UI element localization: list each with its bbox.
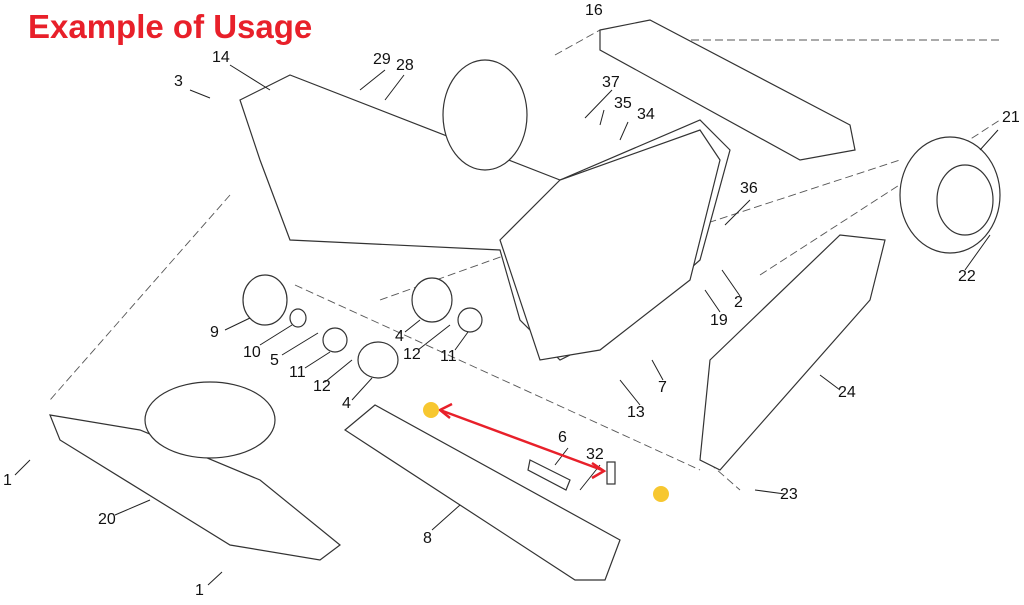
bearing-9 [242, 274, 288, 326]
bracket-part [599, 19, 856, 161]
part-label-21: 21 [1002, 109, 1020, 126]
part-label-3: 3 [174, 73, 183, 90]
bearing-11b [457, 307, 483, 333]
arrow-head-left [437, 402, 453, 419]
part-label-13: 13 [627, 404, 645, 421]
part-label-5: 5 [270, 352, 279, 369]
part-label-28: 28 [396, 57, 414, 74]
part-label-12a: 12 [403, 346, 421, 363]
washer-10 [289, 308, 307, 328]
part-label-16: 16 [585, 2, 603, 19]
spring-part [606, 461, 616, 485]
belt-cover-part [699, 234, 886, 471]
marker-dot-1 [423, 402, 439, 418]
part-label-6: 6 [558, 429, 567, 446]
arrow-head-right [591, 461, 607, 480]
part-label-1b: 1 [195, 582, 204, 599]
part-label-8: 8 [423, 530, 432, 547]
part-label-11b: 11 [289, 364, 306, 381]
wheel-rear [442, 59, 528, 171]
part-label-12b: 12 [313, 378, 331, 395]
flange-4b [411, 277, 453, 323]
scraper-bar-part [343, 404, 621, 581]
part-label-20: 20 [98, 511, 116, 528]
marker-dot-2 [653, 486, 669, 502]
part-label-11a: 11 [440, 348, 457, 365]
part-label-34: 34 [637, 106, 655, 123]
part-label-10: 10 [243, 344, 261, 361]
bearing-11a [322, 327, 348, 353]
part-label-2: 2 [734, 294, 743, 311]
part-label-37: 37 [602, 74, 620, 91]
part-label-35: 35 [614, 95, 632, 112]
part-label-22: 22 [958, 268, 976, 285]
part-label-19: 19 [710, 312, 728, 329]
part-label-29: 29 [373, 51, 391, 68]
part-label-24: 24 [838, 384, 856, 401]
part-label-9: 9 [210, 324, 219, 341]
example-title: Example of Usage [28, 8, 313, 45]
part-label-4a: 4 [395, 328, 404, 345]
flange-4a [357, 341, 399, 379]
part-label-36: 36 [740, 180, 758, 197]
red-arrow [439, 408, 603, 472]
chute-opening [144, 381, 276, 459]
pin-6 [527, 459, 571, 491]
part-label-1a: 1 [3, 472, 12, 489]
part-label-7: 7 [658, 379, 667, 396]
part-label-14: 14 [212, 49, 230, 66]
part-label-23: 23 [780, 486, 798, 503]
part-label-4b: 4 [342, 395, 351, 412]
wheel-hub [936, 164, 994, 236]
part-label-32: 32 [586, 446, 604, 463]
housing-part [499, 129, 721, 361]
